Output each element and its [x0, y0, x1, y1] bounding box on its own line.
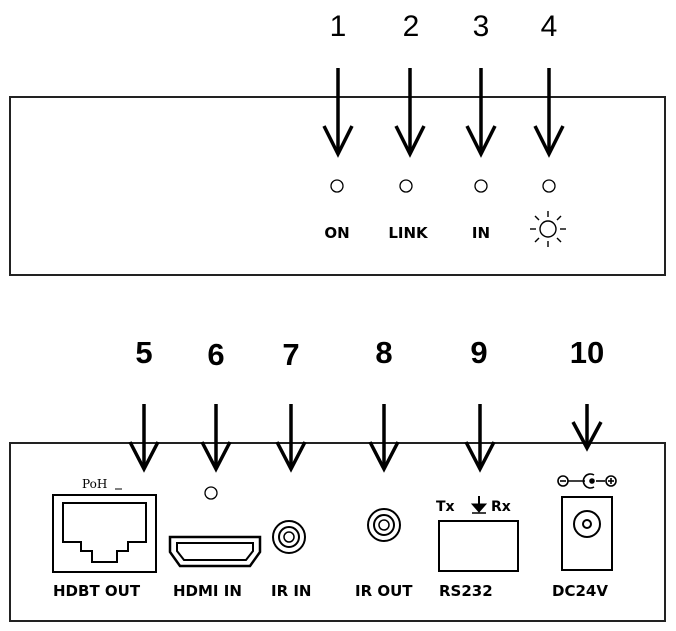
button-4 [542, 179, 556, 193]
callout-8: 8 [375, 335, 392, 370]
brightness-sun-icon [530, 211, 566, 247]
callout-10: 10 [570, 335, 604, 370]
led-on [330, 179, 344, 193]
arrow-6 [200, 404, 232, 473]
callout-6: 6 [207, 337, 224, 372]
label-rs232: RS232 [439, 582, 493, 600]
arrow-7 [275, 404, 307, 473]
callout-1: 1 [330, 10, 347, 43]
arrow-3 [465, 68, 497, 158]
label-ir-out: IR OUT [355, 582, 413, 600]
label-ir-in: IR IN [271, 582, 312, 600]
ir-out-jack [367, 508, 401, 542]
label-dc24v: DC24V [552, 582, 608, 600]
dc-polarity-icon [557, 473, 617, 489]
callout-3: 3 [473, 10, 490, 43]
rear-panel-outline [9, 442, 666, 622]
callout-2: 2 [403, 10, 420, 43]
label-on: ON [324, 224, 349, 242]
dc-jack [561, 496, 613, 571]
arrow-9 [464, 404, 496, 473]
ground-icon [470, 496, 488, 514]
label-hdbt-out: HDBT OUT [53, 582, 141, 600]
callout-9: 9 [470, 335, 487, 370]
hdmi-in-port [168, 535, 262, 568]
callout-4: 4 [541, 10, 558, 43]
callout-5: 5 [135, 335, 152, 370]
rs232-tx-label: Tx [436, 499, 455, 515]
arrow-8 [368, 404, 400, 473]
arrow-4 [533, 68, 565, 158]
label-in: IN [472, 224, 490, 242]
label-hdmi-in: HDMI IN [173, 582, 242, 600]
hdmi-led [204, 486, 218, 500]
arrow-5 [128, 404, 160, 473]
label-link: LINK [388, 224, 429, 242]
arrow-10 [571, 404, 603, 452]
rs232-terminal [438, 520, 519, 572]
ir-in-jack [272, 520, 306, 554]
led-link [399, 179, 413, 193]
rs232-rx-label: Rx [491, 499, 511, 515]
poh-label: PoH [82, 477, 107, 491]
led-in [474, 179, 488, 193]
arrow-2 [394, 68, 426, 158]
arrow-1 [322, 68, 354, 158]
hdbt-out-port [52, 494, 157, 573]
callout-7: 7 [282, 337, 299, 372]
